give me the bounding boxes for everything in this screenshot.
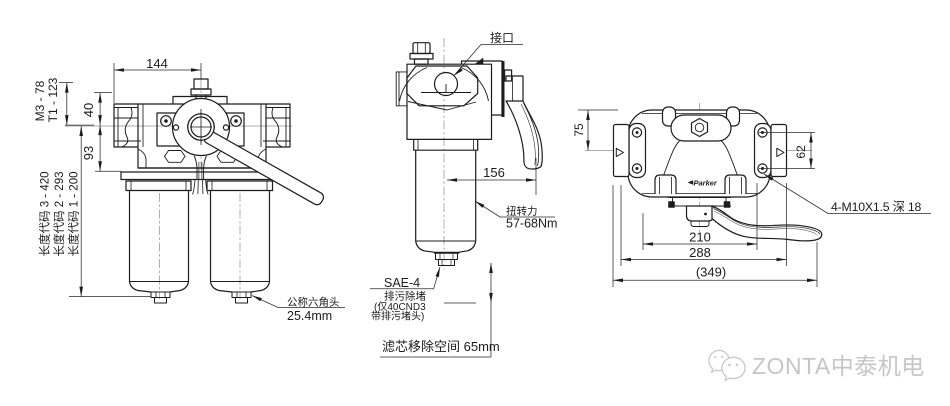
svg-text:扭转力: 扭转力 [506,205,538,218]
svg-text:SAE-4: SAE-4 [384,276,420,290]
svg-text:公称六角头: 公称六角头 [287,296,340,309]
svg-text:57-68Nm: 57-68Nm [506,217,557,231]
svg-text:排污除堵: 排污除堵 [384,290,426,303]
svg-text:长度代码 2 - 293: 长度代码 2 - 293 [52,172,66,257]
svg-text:M3 - 78: M3 - 78 [33,80,47,121]
svg-text:156: 156 [483,165,505,180]
svg-text:接口: 接口 [490,30,514,45]
svg-text:长度代码 3 - 420: 长度代码 3 - 420 [38,172,52,257]
svg-text:带排污堵头): 带排污堵头) [371,310,424,323]
svg-text:144: 144 [146,56,168,71]
svg-text:长度代码 1 - 200: 长度代码 1 - 200 [67,172,81,257]
svg-text:210: 210 [689,230,711,245]
svg-text:75: 75 [572,123,586,137]
svg-text:ZONTA中泰机电: ZONTA中泰机电 [752,353,925,379]
svg-text:62: 62 [794,145,808,159]
svg-text:40: 40 [81,103,96,117]
svg-text:(349): (349) [696,265,726,280]
svg-text:4-M10X1.5 深 18: 4-M10X1.5 深 18 [831,200,922,214]
svg-text:93: 93 [81,146,96,160]
svg-text:滤芯移除空间 65mm: 滤芯移除空间 65mm [382,339,500,354]
svg-text:25.4mm: 25.4mm [287,309,332,323]
svg-text:T1 - 123: T1 - 123 [46,77,60,122]
svg-text:Parker: Parker [694,179,718,188]
svg-text:(仅40CND3: (仅40CND3 [374,301,426,313]
svg-text:288: 288 [689,245,711,260]
